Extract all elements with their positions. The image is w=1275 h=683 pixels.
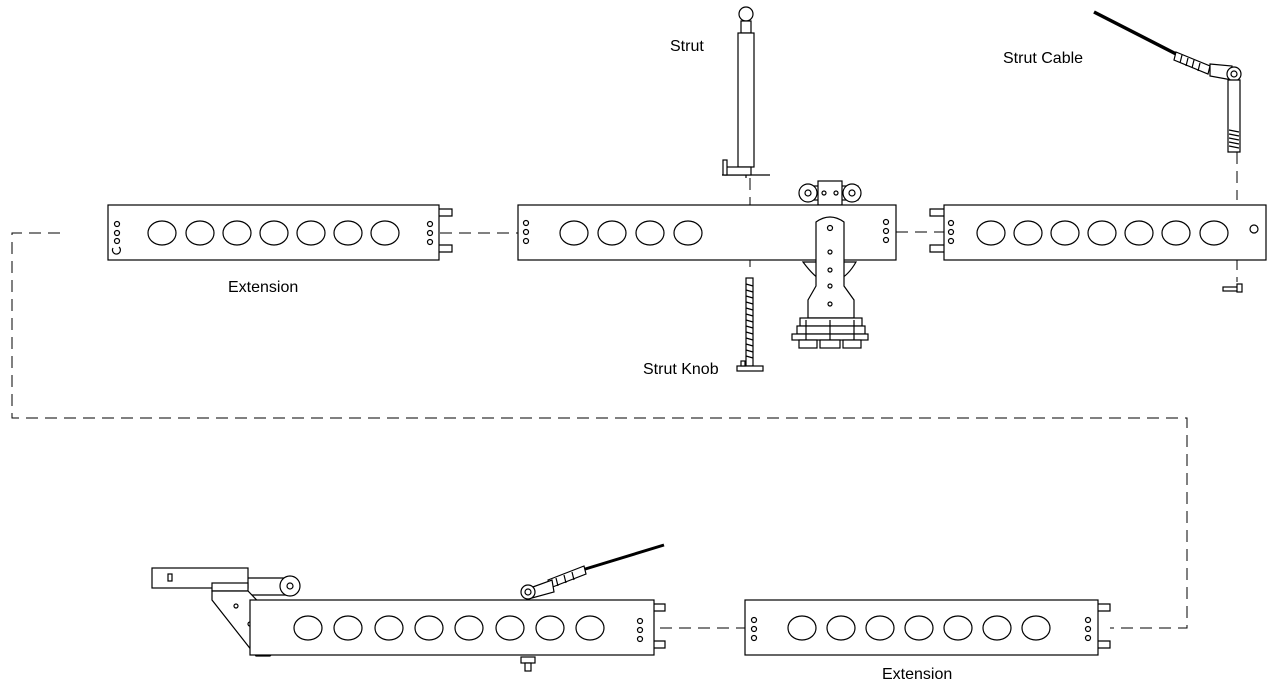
section-top-right bbox=[929, 204, 1267, 293]
extension-bottom-right bbox=[744, 599, 1111, 656]
section-bottom-left bbox=[151, 543, 666, 672]
strut-knob bbox=[736, 277, 764, 372]
label-strut: Strut bbox=[670, 38, 704, 55]
extension-top-left bbox=[107, 204, 453, 261]
label-extension-top: Extension bbox=[228, 279, 298, 296]
main-section-center bbox=[517, 6, 897, 372]
roller-assembly bbox=[798, 180, 862, 206]
label-extension-bottom: Extension bbox=[882, 666, 952, 683]
connector-lines bbox=[11, 152, 1238, 629]
strut bbox=[722, 6, 770, 178]
base-clamp bbox=[791, 317, 869, 349]
mount-plate bbox=[801, 216, 858, 319]
label-strut-cable: Strut Cable bbox=[1003, 50, 1083, 67]
lock-pin bbox=[1222, 283, 1243, 293]
dash-loop-left bbox=[11, 232, 1188, 629]
strut-cable bbox=[1093, 10, 1242, 153]
label-strut-knob: Strut Knob bbox=[643, 361, 719, 378]
